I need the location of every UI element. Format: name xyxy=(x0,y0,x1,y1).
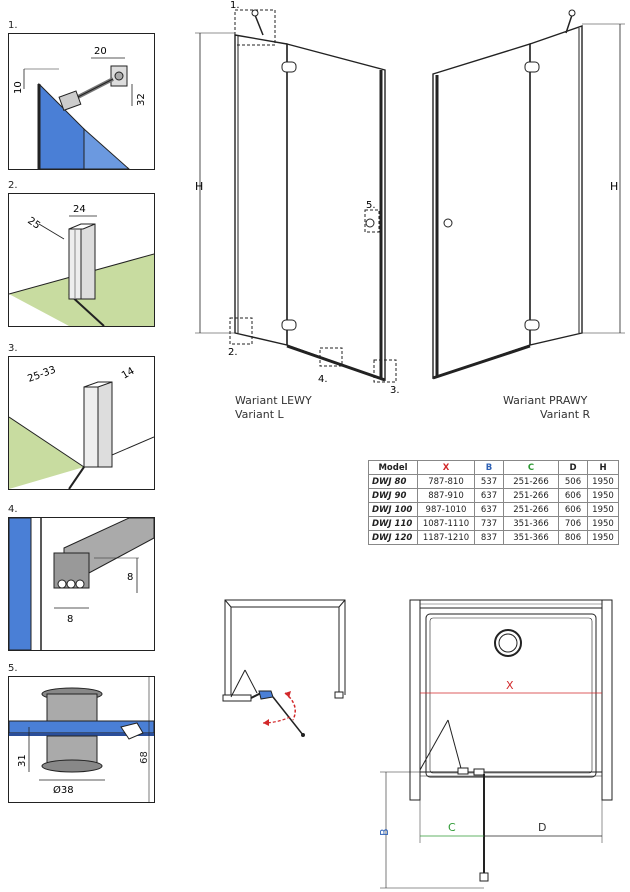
dim-68: 68 xyxy=(138,751,150,764)
dim-38: Ø38 xyxy=(53,784,74,796)
dim-14: 14 xyxy=(120,366,137,382)
detail-4-label: 4. xyxy=(8,504,18,515)
detail-1-panel: 20 10 32 xyxy=(8,33,155,170)
col-x: X xyxy=(417,460,475,475)
cell-x: 1087-1110 xyxy=(417,516,475,531)
left-caption-1: Wariant LEWY xyxy=(235,394,312,407)
plan-x-label: X xyxy=(506,679,514,692)
detail-3-panel: 25-33 14 xyxy=(8,356,155,490)
left-caption-2: Variant L xyxy=(235,408,284,421)
dim-8-vertical: 8 xyxy=(127,572,133,583)
callout-5: 5. xyxy=(366,200,376,211)
door-swing-plan xyxy=(222,599,346,737)
plan-c-label: C xyxy=(448,821,456,834)
dim-20: 20 xyxy=(94,46,107,57)
cell-x: 887-910 xyxy=(417,488,475,503)
detail-2-panel: 24 25 xyxy=(8,193,155,327)
dim-10: 10 xyxy=(13,81,24,94)
right-caption-2: Variant R xyxy=(540,408,591,421)
detail-2-label: 2. xyxy=(8,180,18,191)
cell-h: 1950 xyxy=(587,488,619,503)
cell-b: 537 xyxy=(474,474,504,489)
cell-d: 606 xyxy=(558,488,588,503)
cell-x: 987-1010 xyxy=(417,502,475,517)
col-model: Model xyxy=(368,460,418,475)
col-b: B xyxy=(474,460,504,475)
model-dimensions-table: Model X B C D H DWJ 80 787-810 537 251-2… xyxy=(368,460,619,545)
cell-c: 251-266 xyxy=(503,488,559,503)
cell-c: 251-266 xyxy=(503,502,559,517)
cell-model: DWJ 110 xyxy=(368,516,418,531)
cell-d: 806 xyxy=(558,530,588,545)
plan-b-label: B xyxy=(378,828,391,836)
table-row: DWJ 90 887-910 637 251-266 606 1950 xyxy=(368,488,619,503)
dim-24: 24 xyxy=(73,204,86,215)
detail-3-label: 3. xyxy=(8,343,18,354)
callout-3: 3. xyxy=(390,385,400,396)
shower-tray-plan: X C D B xyxy=(378,599,613,889)
detail-4-panel: 8 8 xyxy=(8,517,155,651)
left-height-label: H xyxy=(195,180,203,193)
callout-4: 4. xyxy=(318,374,328,385)
table-row: DWJ 80 787-810 537 251-266 506 1950 xyxy=(368,474,619,489)
cell-b: 637 xyxy=(474,488,504,503)
col-h: H xyxy=(587,460,619,475)
cell-x: 1187-1210 xyxy=(417,530,475,545)
cell-x: 787-810 xyxy=(417,474,475,489)
seal-profile-detail: 8 8 xyxy=(9,518,154,650)
cell-c: 251-266 xyxy=(503,474,559,489)
cell-model: DWJ 120 xyxy=(368,530,418,545)
hinge-bracket-detail: 20 10 32 xyxy=(13,46,147,169)
dim-25: 25 xyxy=(25,215,42,231)
table-row: DWJ 100 987-1010 637 251-266 606 1950 xyxy=(368,502,619,517)
variant-left-drawing: H 1. 2. 3. 4. 5. xyxy=(195,0,400,396)
cell-d: 706 xyxy=(558,516,588,531)
plan-d-label: D xyxy=(538,821,546,834)
dim-31: 31 xyxy=(17,754,28,767)
cell-c: 351-366 xyxy=(503,516,559,531)
callout-1: 1. xyxy=(230,0,240,11)
cell-d: 506 xyxy=(558,474,588,489)
dim-25-33: 25-33 xyxy=(26,365,57,385)
cell-model: DWJ 80 xyxy=(368,474,418,489)
table-row: DWJ 120 1187-1210 837 351-366 806 1950 xyxy=(368,530,619,545)
callout-2: 2. xyxy=(228,347,238,358)
cell-b: 837 xyxy=(474,530,504,545)
variant-right-drawing: H xyxy=(432,9,625,380)
handle-detail: 31 Ø38 xyxy=(9,677,154,802)
wall-profile-detail: 24 25 xyxy=(9,204,154,326)
cell-model: DWJ 90 xyxy=(368,488,418,503)
cell-h: 1950 xyxy=(587,502,619,517)
cell-d: 606 xyxy=(558,502,588,517)
col-d: D xyxy=(558,460,588,475)
table-row: DWJ 110 1087-1110 737 351-366 706 1950 xyxy=(368,516,619,531)
cell-h: 1950 xyxy=(587,516,619,531)
cell-b: 737 xyxy=(474,516,504,531)
dim-32: 32 xyxy=(136,93,147,106)
detail-5-label: 5. xyxy=(8,663,18,674)
right-height-label: H xyxy=(610,180,618,193)
right-caption-1: Wariant PRAWY xyxy=(503,394,588,407)
detail-5-panel: 31 Ø38 xyxy=(8,676,155,803)
col-c: C xyxy=(503,460,559,475)
front-elevations: H 1. 2. 3. 4. 5. H xyxy=(195,0,625,396)
cell-h: 1950 xyxy=(587,474,619,489)
detail-1-label: 1. xyxy=(8,20,18,31)
cell-b: 637 xyxy=(474,502,504,517)
cell-h: 1950 xyxy=(587,530,619,545)
dim-8-horizontal: 8 xyxy=(67,614,73,625)
cell-model: DWJ 100 xyxy=(368,502,418,517)
table-header-row: Model X B C D H xyxy=(368,460,619,475)
cell-c: 351-366 xyxy=(503,530,559,545)
corner-profile-detail: 25-33 14 xyxy=(9,365,154,489)
